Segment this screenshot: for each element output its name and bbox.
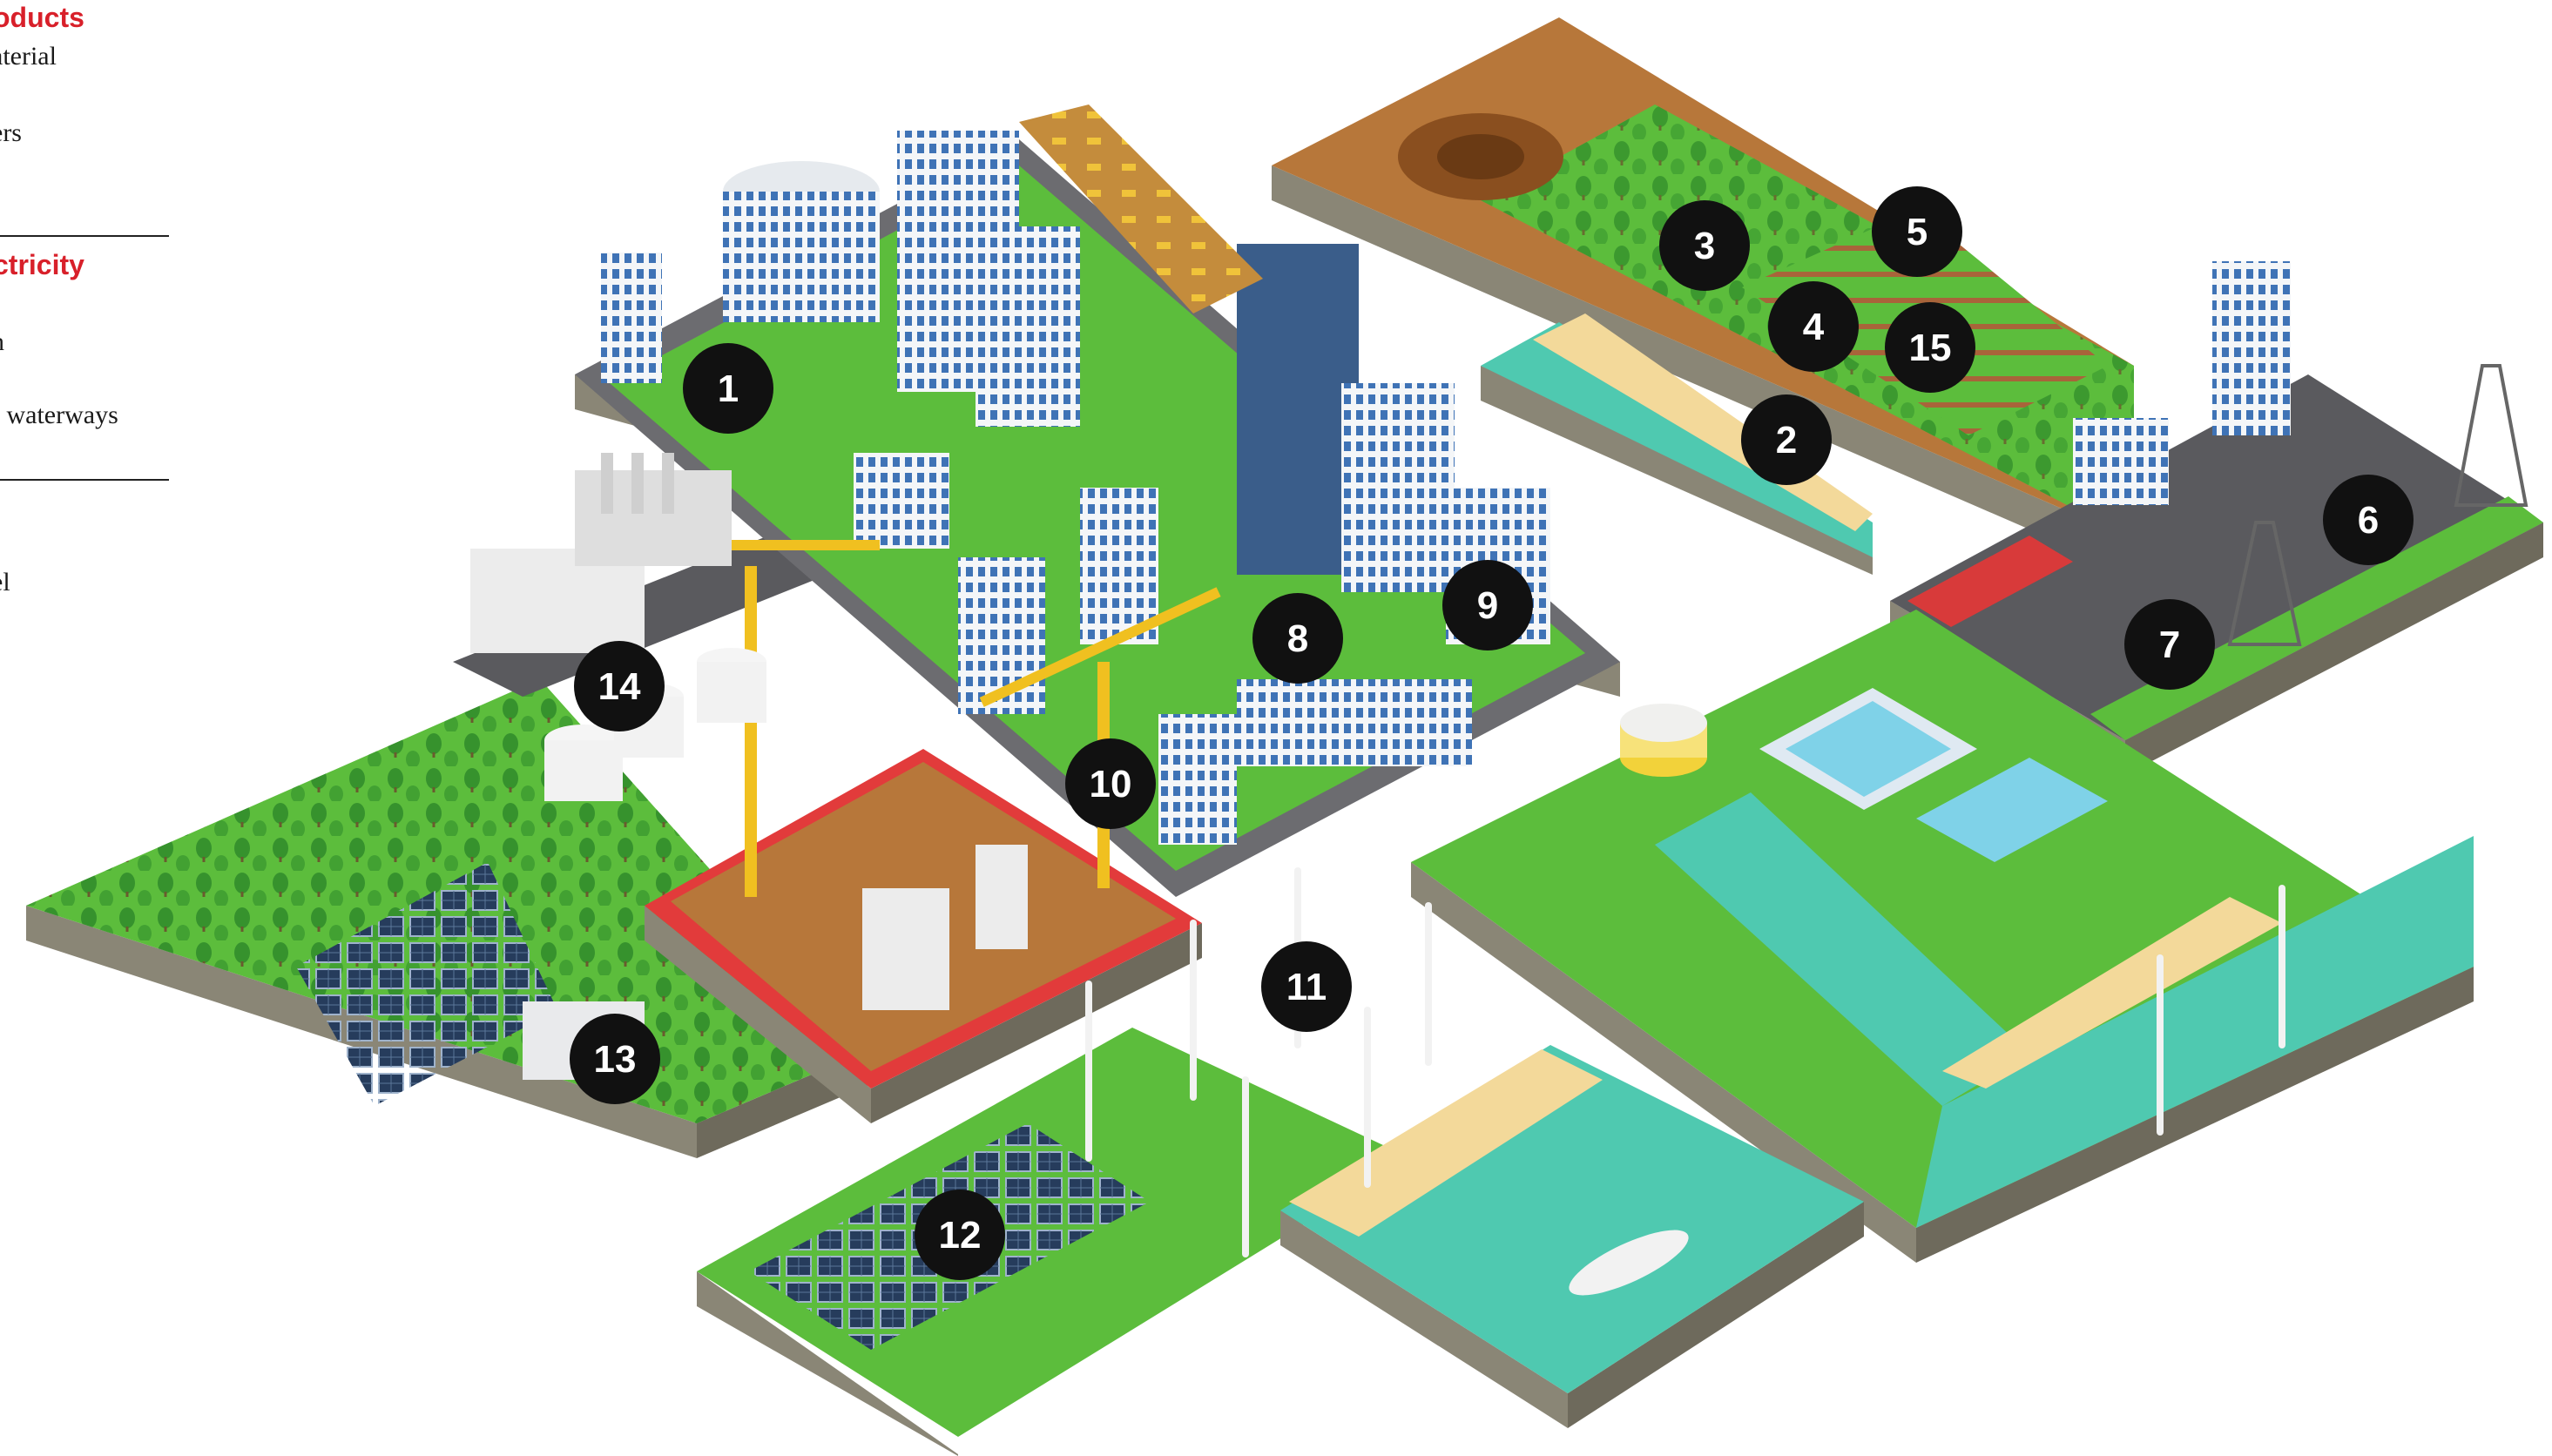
marker-label: 8 <box>1287 617 1308 660</box>
marker-10: 10 <box>1065 738 1156 829</box>
marker-circle <box>1065 738 1156 829</box>
marker-14: 14 <box>574 641 665 731</box>
marker-label: 12 <box>939 1214 982 1257</box>
legend-item: n <box>0 327 4 357</box>
marker-circle <box>1442 560 1533 650</box>
marker-label: 6 <box>2358 499 2379 542</box>
legend-section-products-title: oducts <box>0 2 84 33</box>
marker-7: 7 <box>2124 599 2215 690</box>
marker-label: 9 <box>1477 584 1498 627</box>
marker-circle <box>570 1014 660 1104</box>
marker-circle <box>1252 593 1343 684</box>
marker-4: 4 <box>1768 281 1859 372</box>
legend-item: f waterways <box>0 401 118 429</box>
marker-circle <box>1741 394 1832 485</box>
marker-circle <box>1885 302 1975 393</box>
legend-item: ers <box>0 118 22 147</box>
marker-circle <box>2124 599 2215 690</box>
marker-circle <box>574 641 665 731</box>
marker-label: 13 <box>594 1038 637 1081</box>
marker-label: 10 <box>1090 763 1132 806</box>
marker-circle <box>915 1190 1005 1280</box>
marker-9: 9 <box>1442 560 1533 650</box>
legend-divider <box>0 479 169 481</box>
marker-8: 8 <box>1252 593 1343 684</box>
marker-label: 1 <box>718 367 739 410</box>
legend-item: aterial <box>0 42 57 71</box>
marker-circle <box>1261 941 1352 1032</box>
legend-divider <box>0 235 169 237</box>
marker-13: 13 <box>570 1014 660 1104</box>
marker-circle <box>1659 200 1750 291</box>
marker-15: 15 <box>1885 302 1975 393</box>
marker-2: 2 <box>1741 394 1832 485</box>
marker-circle <box>683 343 773 434</box>
legend-panel: oducts aterial ers ctricity n f waterway… <box>0 0 174 662</box>
legend-section-electricity-title: ctricity <box>0 249 84 280</box>
marker-label: 14 <box>598 665 641 708</box>
marker-label: 7 <box>2159 624 2180 666</box>
marker-circle <box>2323 475 2414 565</box>
marker-6: 6 <box>2323 475 2414 565</box>
legend-item: el <box>0 568 10 597</box>
marker-label: 2 <box>1776 419 1797 462</box>
marker-3: 3 <box>1659 200 1750 291</box>
marker-circle <box>1768 281 1859 372</box>
buildings <box>296 104 2528 1257</box>
marker-label: 4 <box>1803 306 1825 348</box>
marker-1: 1 <box>683 343 773 434</box>
marker-label: 3 <box>1694 225 1715 267</box>
marker-label: 5 <box>1907 211 1928 253</box>
marker-circle <box>1872 186 1962 277</box>
marker-label: 15 <box>1909 327 1952 369</box>
marker-5: 5 <box>1872 186 1962 277</box>
marker-11: 11 <box>1261 941 1352 1032</box>
marker-12: 12 <box>915 1190 1005 1280</box>
marker-label: 11 <box>1286 966 1327 1008</box>
